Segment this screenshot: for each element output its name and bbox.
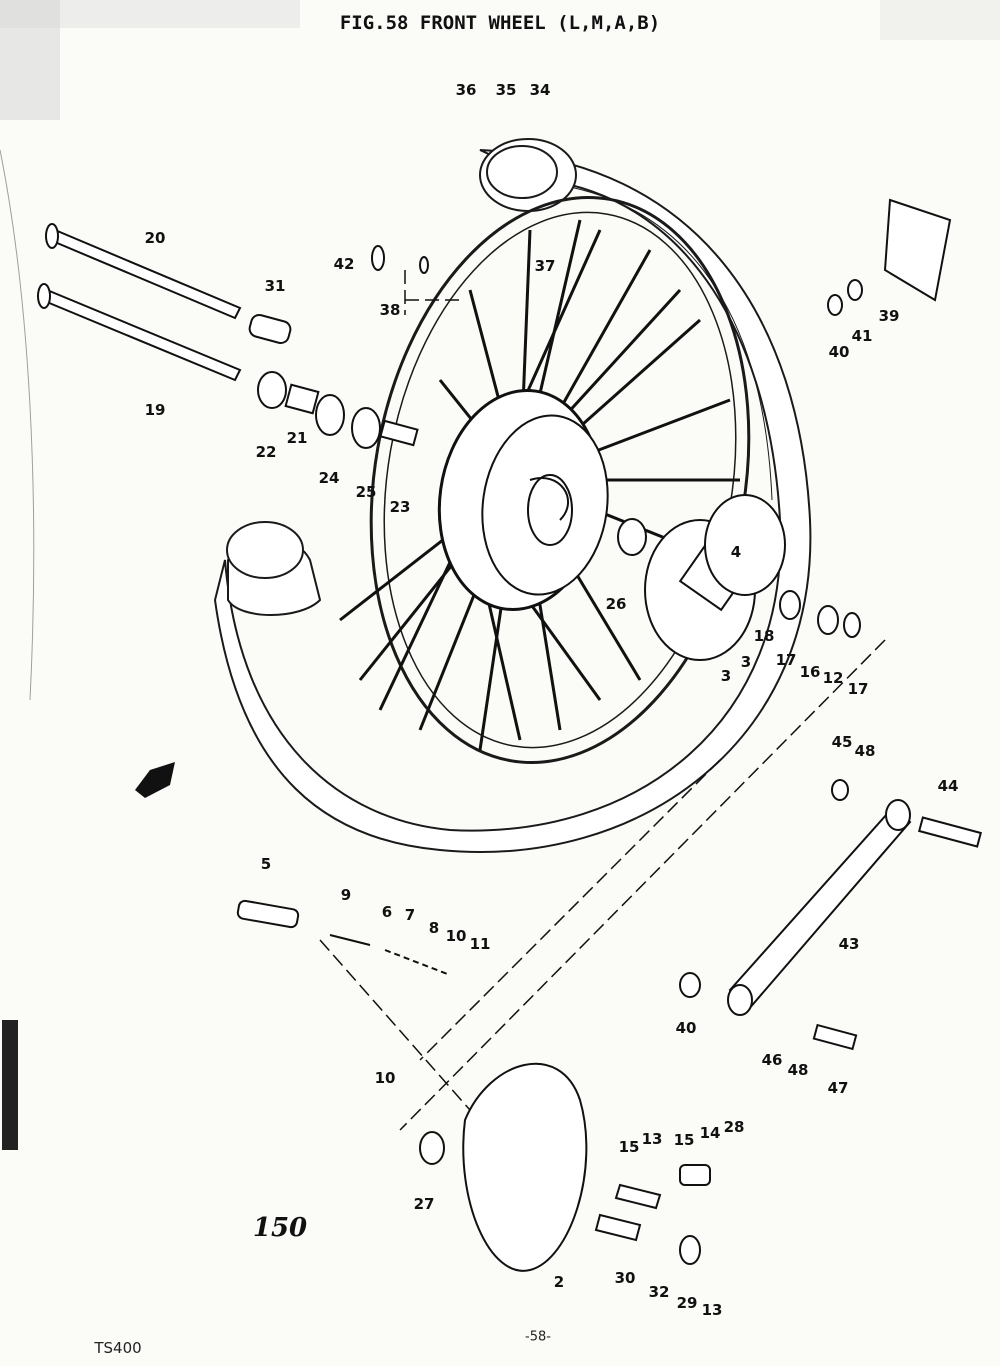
part-label: 22 [255,443,277,461]
part-label: 14 [699,1124,721,1142]
part-label: 15 [618,1138,640,1156]
part-label: 30 [614,1269,636,1287]
part-label: 12 [822,669,844,687]
part-label: 38 [379,301,401,319]
part-label: 45 [831,733,853,751]
part-label: 27 [413,1195,435,1213]
part-label: 15 [673,1131,695,1149]
part-label: 39 [878,307,900,325]
part-label: 26 [605,595,627,613]
drive-cover [236,899,711,1272]
brake-panel [644,494,861,661]
part-label: 6 [381,903,393,921]
part-label: 37 [534,257,556,275]
part-label: 41 [851,327,873,345]
part-label: 17 [847,680,869,698]
wheel-hub [437,389,647,611]
part-label: 7 [404,906,416,924]
part-label: 10 [445,927,467,945]
part-label: 36 [455,81,477,99]
part-label: 48 [854,742,876,760]
part-label: 23 [389,498,411,516]
part-label: 44 [937,777,959,795]
part-label: 28 [723,1118,745,1136]
axle-parts [37,223,419,449]
part-label: 13 [701,1301,723,1319]
leader-lines [319,270,886,1131]
part-label: 11 [469,935,491,953]
part-label: 32 [648,1283,670,1301]
sheet-number: -58- [525,1329,551,1345]
part-label: 18 [753,627,775,645]
part-label: 4 [730,543,742,561]
part-label: 42 [333,255,355,273]
part-label: 5 [260,855,272,873]
part-label: 10 [374,1069,396,1087]
part-label: 29 [676,1294,698,1312]
part-label: 25 [355,483,377,501]
part-label: 48 [787,1061,809,1079]
figure-title: FIG.58 FRONT WHEEL (L,M,A,B) [339,12,661,34]
part-label: 43 [838,935,860,953]
part-label: 3 [740,653,752,671]
part-label: 3 [720,667,732,685]
forward-arrow-icon [135,762,175,798]
part-label: 9 [340,886,352,904]
model-code: TS400 [94,1339,142,1357]
part-label: 34 [529,81,551,99]
part-label: 16 [799,663,821,681]
part-label: 19 [144,401,166,419]
part-label: 8 [428,919,440,937]
part-label: 2 [553,1273,565,1291]
torque-link [679,779,983,1051]
part-label: 46 [761,1051,783,1069]
speedo-gear-parts [371,198,952,316]
part-label: 24 [318,469,340,487]
part-label: 31 [264,277,286,295]
part-label: 13 [641,1130,663,1148]
part-label: 47 [827,1079,849,1097]
page-number: 150 [252,1213,308,1243]
part-label: 17 [775,651,797,669]
part-label: 40 [828,343,850,361]
part-label: 35 [495,81,517,99]
part-label: 21 [286,429,308,447]
part-label: 20 [144,229,166,247]
scan-edge-mark [2,1020,18,1150]
scan-noise [0,0,1000,120]
part-label: 40 [675,1019,697,1037]
